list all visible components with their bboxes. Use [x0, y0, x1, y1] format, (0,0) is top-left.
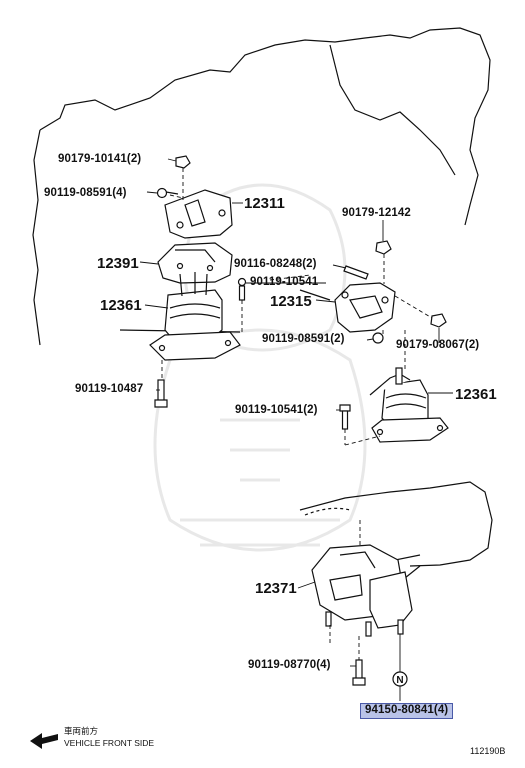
nut-90179-08067	[430, 313, 447, 328]
nut-90179-10141	[175, 155, 191, 169]
bolt-90119-08591-top	[156, 187, 179, 199]
highlighted-part-label[interactable]: 94150-80841(4)	[360, 703, 454, 719]
bolt-90119-08591-right	[372, 332, 384, 344]
front-side-note-jp: 車両前方	[64, 726, 99, 736]
watermark	[153, 183, 367, 552]
part-label: 12311	[244, 195, 285, 212]
part-label: 90116-08248(2)	[234, 258, 317, 270]
n-marker-text: N	[396, 675, 403, 686]
nut-90179-12142	[375, 240, 392, 255]
part-label: 12361	[100, 297, 142, 314]
part-12371	[311, 544, 413, 637]
part-label: 90179-10141(2)	[58, 153, 142, 165]
part-label: 12391	[97, 255, 139, 272]
diagram-code: 112190B	[470, 746, 506, 756]
bolt-90119-10541-right	[339, 404, 351, 430]
front-side-note-en: VEHICLE FRONT SIDE	[64, 738, 155, 748]
part-label: 90119-10487	[75, 383, 144, 395]
part-label: 90119-08591(4)	[44, 187, 127, 199]
part-label: 12361	[455, 386, 497, 403]
stud-90116-08248	[343, 265, 369, 280]
n-marker: N	[392, 671, 408, 687]
part-label: 90179-12142	[342, 207, 411, 219]
part-label: 90119-10541(2)	[235, 404, 318, 416]
assembly-lines	[161, 168, 433, 660]
front-arrow-icon	[30, 733, 58, 749]
bolt-90119-10487	[154, 379, 168, 408]
part-label: 90119-08591(2)	[262, 333, 345, 345]
part-label: 90119-08770(4)	[248, 659, 331, 671]
bolt-90119-10541	[237, 277, 247, 301]
bolt-90119-08770	[352, 659, 366, 686]
part-12361-left	[149, 272, 241, 361]
part-12391	[157, 242, 233, 284]
leader-lines	[139, 158, 453, 701]
part-label: 12371	[255, 580, 297, 597]
engine-outline	[32, 27, 491, 346]
part-12311	[164, 189, 233, 239]
part-label: 12315	[270, 293, 312, 310]
part-12361-right	[369, 367, 449, 443]
part-12315	[334, 282, 396, 333]
part-label: 90179-08067(2)	[396, 339, 480, 351]
part-label: 90119-10541	[250, 276, 319, 288]
